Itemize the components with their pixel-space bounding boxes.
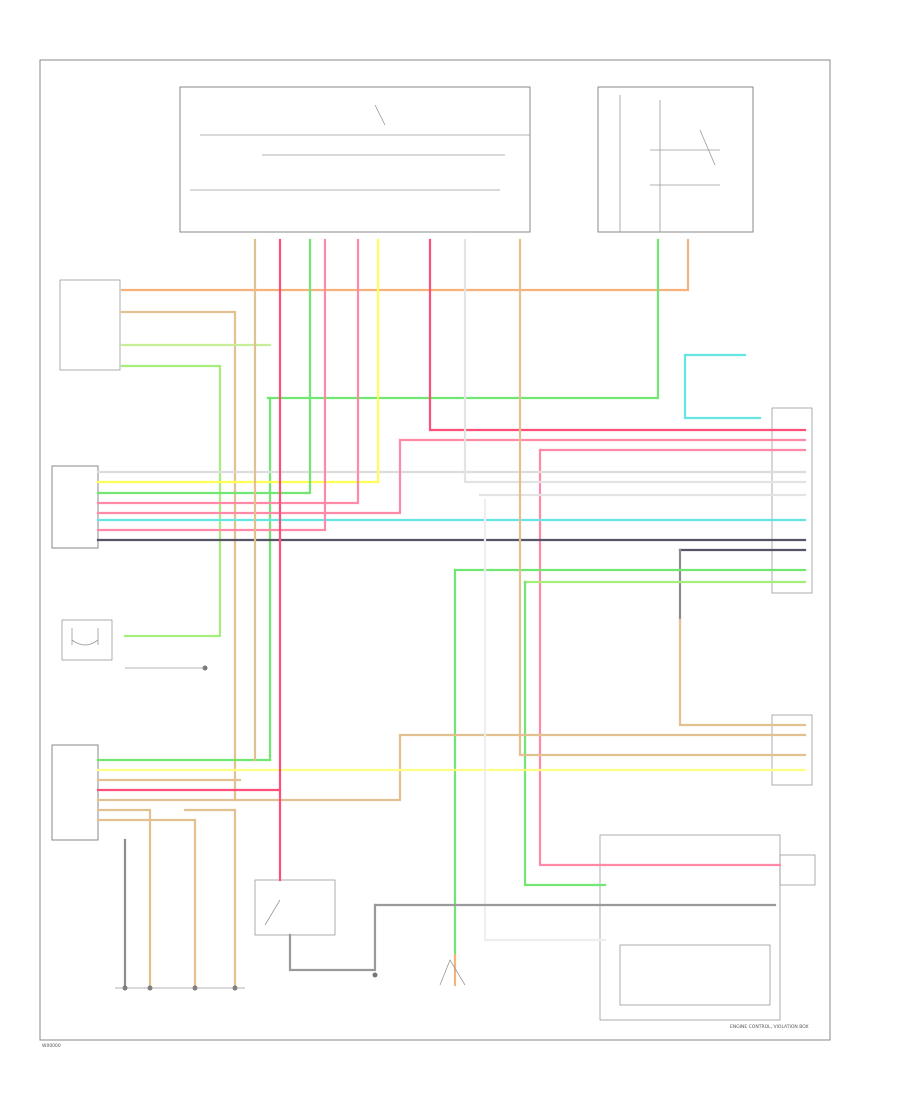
green-wire-horizontal bbox=[96, 396, 272, 762]
orange-wire-top bbox=[120, 238, 690, 292]
pink-wire-17 bbox=[96, 238, 327, 532]
lower-right-component-box bbox=[599, 834, 781, 1021]
top-right-module-box bbox=[597, 86, 754, 233]
right-upper-connector-box bbox=[771, 407, 813, 594]
green-wire-5 bbox=[266, 238, 660, 400]
sensor-symbol bbox=[439, 959, 466, 986]
gray-wire-39 bbox=[288, 903, 377, 972]
pink-wire-14 bbox=[96, 238, 360, 505]
tan-wire-34 bbox=[96, 808, 152, 987]
right-lower-connector-box bbox=[771, 714, 813, 786]
ground-g5 bbox=[372, 972, 378, 978]
tan-wire-28 bbox=[96, 733, 402, 802]
top-left-module-box bbox=[179, 86, 531, 233]
pink-wire-9 bbox=[538, 448, 607, 867]
yellow-wire bbox=[96, 238, 380, 484]
tan-wire-2 bbox=[120, 310, 237, 802]
fuel-tank-unit-box bbox=[61, 619, 113, 661]
fuse-switch bbox=[374, 104, 386, 126]
lower-right-inner-box bbox=[619, 944, 771, 1006]
lightgreen-wire-25 bbox=[523, 580, 607, 887]
left-connector-block bbox=[51, 465, 99, 549]
tan-wire-26 bbox=[518, 238, 807, 757]
right-sensor-box bbox=[779, 854, 816, 886]
outer-frame bbox=[39, 59, 831, 1041]
left-switch-box bbox=[59, 279, 121, 371]
center-switch-box bbox=[254, 879, 336, 936]
tan-wire-21 bbox=[678, 618, 807, 727]
green-wire-4 bbox=[120, 364, 222, 638]
center-switch-contact bbox=[264, 899, 281, 926]
white-wire-37 bbox=[483, 498, 607, 942]
fuel-sender-symbol bbox=[71, 628, 99, 646]
footer-left-text: W00000 bbox=[42, 1043, 61, 1049]
white-wire-11 bbox=[463, 238, 807, 484]
green-wire-13 bbox=[96, 238, 312, 495]
tan-wire-35 bbox=[96, 818, 197, 987]
footer-right-text: ENGINE CONTROL, VIOLATION BOX bbox=[730, 1024, 809, 1030]
tan-wire-36 bbox=[183, 808, 237, 987]
left-lower-connector-block bbox=[51, 744, 99, 841]
pink-wire-15 bbox=[96, 438, 402, 515]
cyan-loop-wire bbox=[683, 353, 762, 420]
pink-wire-6 bbox=[428, 238, 807, 432]
relay-switch bbox=[699, 129, 716, 166]
